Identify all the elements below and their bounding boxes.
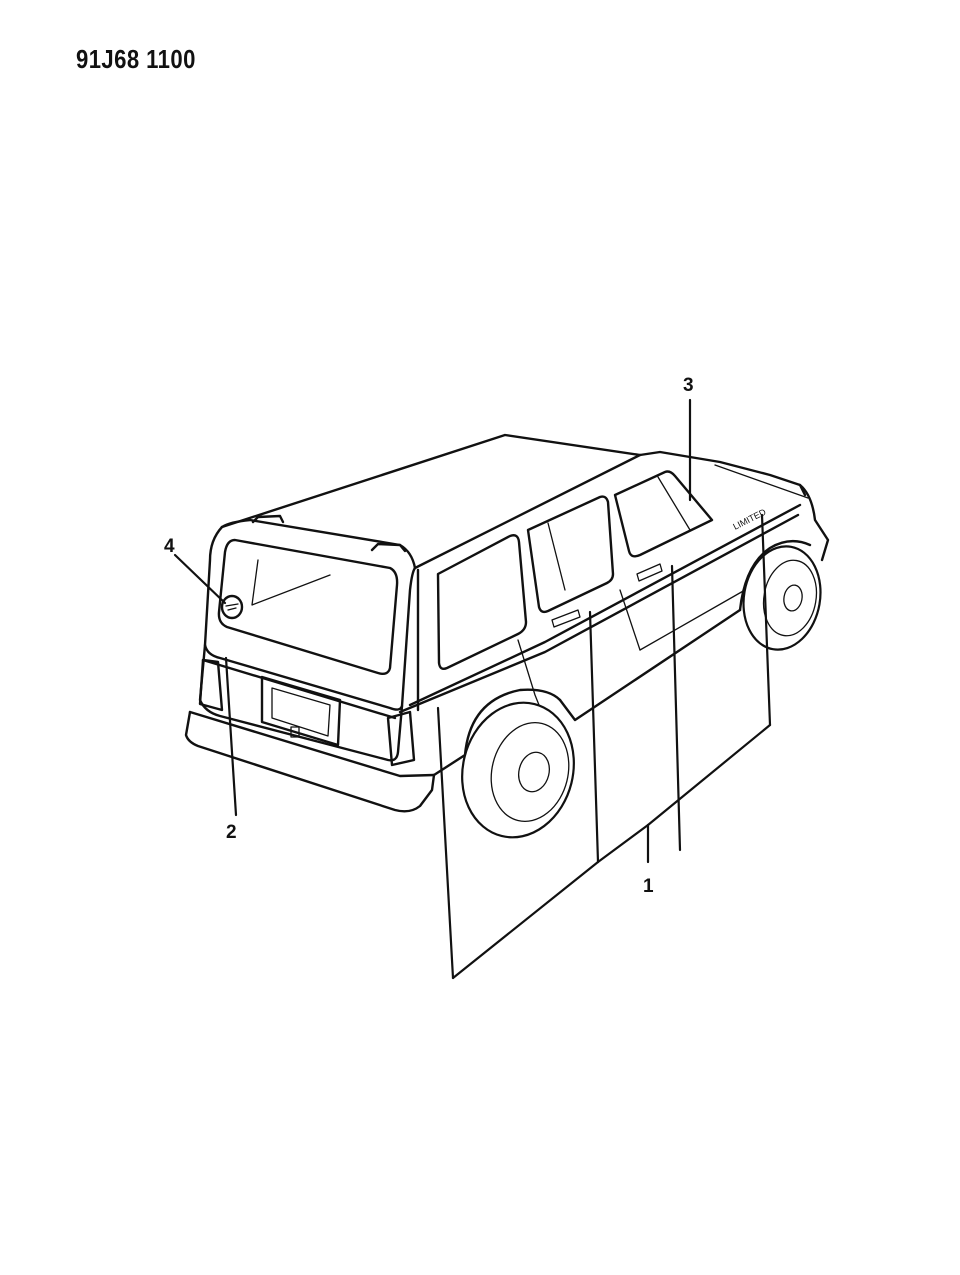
- front-door-shutline: [619, 589, 641, 651]
- rear-emblem: [220, 594, 244, 620]
- tail-light-right: [386, 710, 416, 767]
- front-wheel: [742, 545, 822, 651]
- front-door-handle: [636, 563, 663, 582]
- side-stripe-lower: [398, 513, 800, 714]
- roof-rack-foot-right: [370, 542, 407, 553]
- callout-4: 4: [164, 536, 175, 557]
- roof-outline: [220, 433, 807, 529]
- rear-wheel: [461, 701, 575, 839]
- callout-2: 2: [226, 822, 237, 843]
- rear-door-handle: [551, 609, 581, 628]
- tail-light-left: [198, 658, 224, 712]
- rear-bumper-top: [188, 710, 436, 778]
- rear-window: [217, 538, 399, 676]
- callout-1: 1: [643, 876, 654, 897]
- roof-side-edge: [413, 453, 642, 570]
- front-door-window: [613, 470, 714, 558]
- diagram-reference-number: 91J68 1100: [76, 44, 196, 74]
- license-plate-recess: [260, 675, 342, 747]
- rear-bumper: [184, 710, 436, 813]
- front-door-glass-line: [657, 476, 691, 531]
- rear-door-pillar: [547, 522, 566, 591]
- rear-fender-flare: [432, 688, 562, 777]
- hood-line: [714, 464, 809, 499]
- vehicle-body: [184, 433, 830, 813]
- rear-door-window: [526, 495, 615, 614]
- liftgate-outline: [203, 525, 417, 711]
- roof-rear-edge: [220, 518, 417, 570]
- rear-quarter-window: [436, 534, 528, 671]
- roof-rack-foot-left: [251, 514, 285, 524]
- callout-leaders: [173, 398, 772, 980]
- callout-3: 3: [683, 375, 694, 396]
- liftgate-handle: [290, 726, 300, 738]
- license-plate: [271, 687, 331, 737]
- side-stripe-upper: [408, 503, 802, 707]
- rear-emblem-detail: [225, 603, 239, 611]
- rear-window-reflection: [251, 559, 331, 606]
- lower-body-line: [558, 608, 742, 722]
- front-corner: [798, 483, 830, 562]
- rocker-line: [639, 589, 746, 651]
